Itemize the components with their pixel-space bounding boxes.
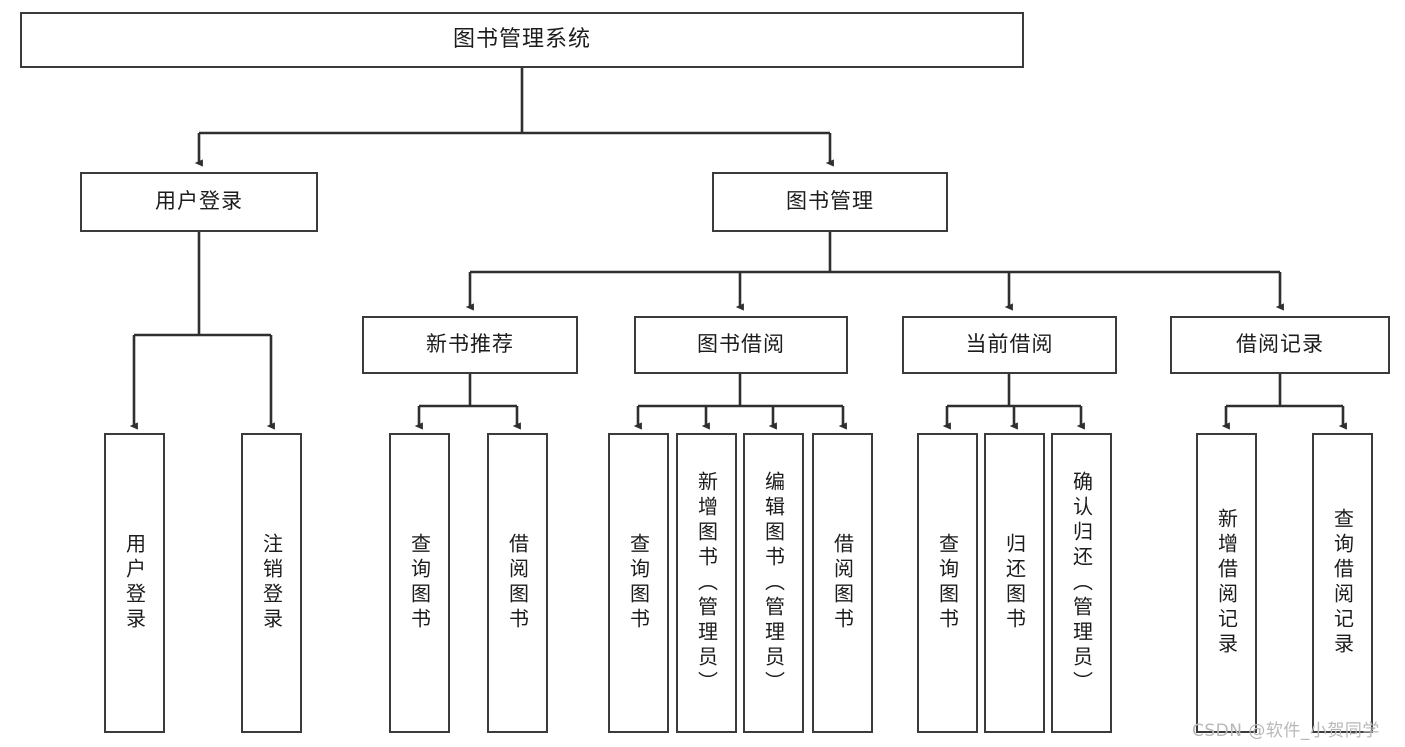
node-root-book-management-system[interactable]: 图书管理系统 — [20, 12, 1024, 68]
node-borrow-record[interactable]: 借阅记录 — [1170, 316, 1390, 374]
node-label: 用户登录 — [155, 189, 243, 214]
leaf-current-borrow-confirm-return[interactable]: 确认归还（管理员） — [1051, 433, 1112, 733]
leaf-book-borrow-query[interactable]: 查询图书 — [608, 433, 669, 733]
node-label: 新增借阅记录 — [1214, 508, 1239, 658]
node-label: 借阅图书 — [830, 533, 855, 633]
leaf-borrow-record-add[interactable]: 新增借阅记录 — [1196, 433, 1257, 733]
node-label: 归还图书 — [1002, 533, 1027, 633]
node-label: 图书管理系统 — [452, 26, 591, 52]
node-label: 图书管理 — [786, 189, 874, 214]
node-label: 注销登录 — [259, 533, 284, 633]
node-book-management[interactable]: 图书管理 — [712, 172, 948, 232]
node-label: 借阅图书 — [505, 533, 530, 633]
leaf-user-login-signin[interactable]: 用户登录 — [104, 433, 165, 733]
node-label: 新书推荐 — [426, 332, 514, 357]
leaf-new-book-query[interactable]: 查询图书 — [389, 433, 450, 733]
node-label: 查询图书 — [935, 533, 960, 633]
leaf-current-borrow-query[interactable]: 查询图书 — [917, 433, 978, 733]
node-label: 借阅记录 — [1236, 332, 1324, 357]
node-label: 确认归还（管理员） — [1069, 470, 1094, 696]
node-book-borrow[interactable]: 图书借阅 — [634, 316, 848, 374]
node-label: 图书借阅 — [697, 332, 785, 357]
node-label: 用户登录 — [122, 533, 147, 633]
csdn-watermark: CSDN @软件_小贺同学 — [1192, 721, 1380, 741]
leaf-user-login-signout[interactable]: 注销登录 — [241, 433, 302, 733]
node-new-book-recommend[interactable]: 新书推荐 — [362, 316, 578, 374]
leaf-new-book-borrow[interactable]: 借阅图书 — [487, 433, 548, 733]
node-user-login[interactable]: 用户登录 — [80, 172, 318, 232]
leaf-book-borrow-lend[interactable]: 借阅图书 — [812, 433, 873, 733]
node-label: 编辑图书（管理员） — [761, 470, 786, 696]
node-label: 当前借阅 — [965, 332, 1054, 357]
leaf-current-borrow-return[interactable]: 归还图书 — [984, 433, 1045, 733]
node-label: 查询图书 — [626, 533, 651, 633]
node-label: 新增图书（管理员） — [694, 470, 719, 696]
node-label: 查询图书 — [407, 533, 432, 633]
leaf-book-borrow-add[interactable]: 新增图书（管理员） — [676, 433, 737, 733]
leaf-book-borrow-edit[interactable]: 编辑图书（管理员） — [743, 433, 804, 733]
leaf-borrow-record-query[interactable]: 查询借阅记录 — [1312, 433, 1373, 733]
node-label: 查询借阅记录 — [1330, 508, 1355, 658]
node-current-borrow[interactable]: 当前借阅 — [902, 316, 1117, 374]
